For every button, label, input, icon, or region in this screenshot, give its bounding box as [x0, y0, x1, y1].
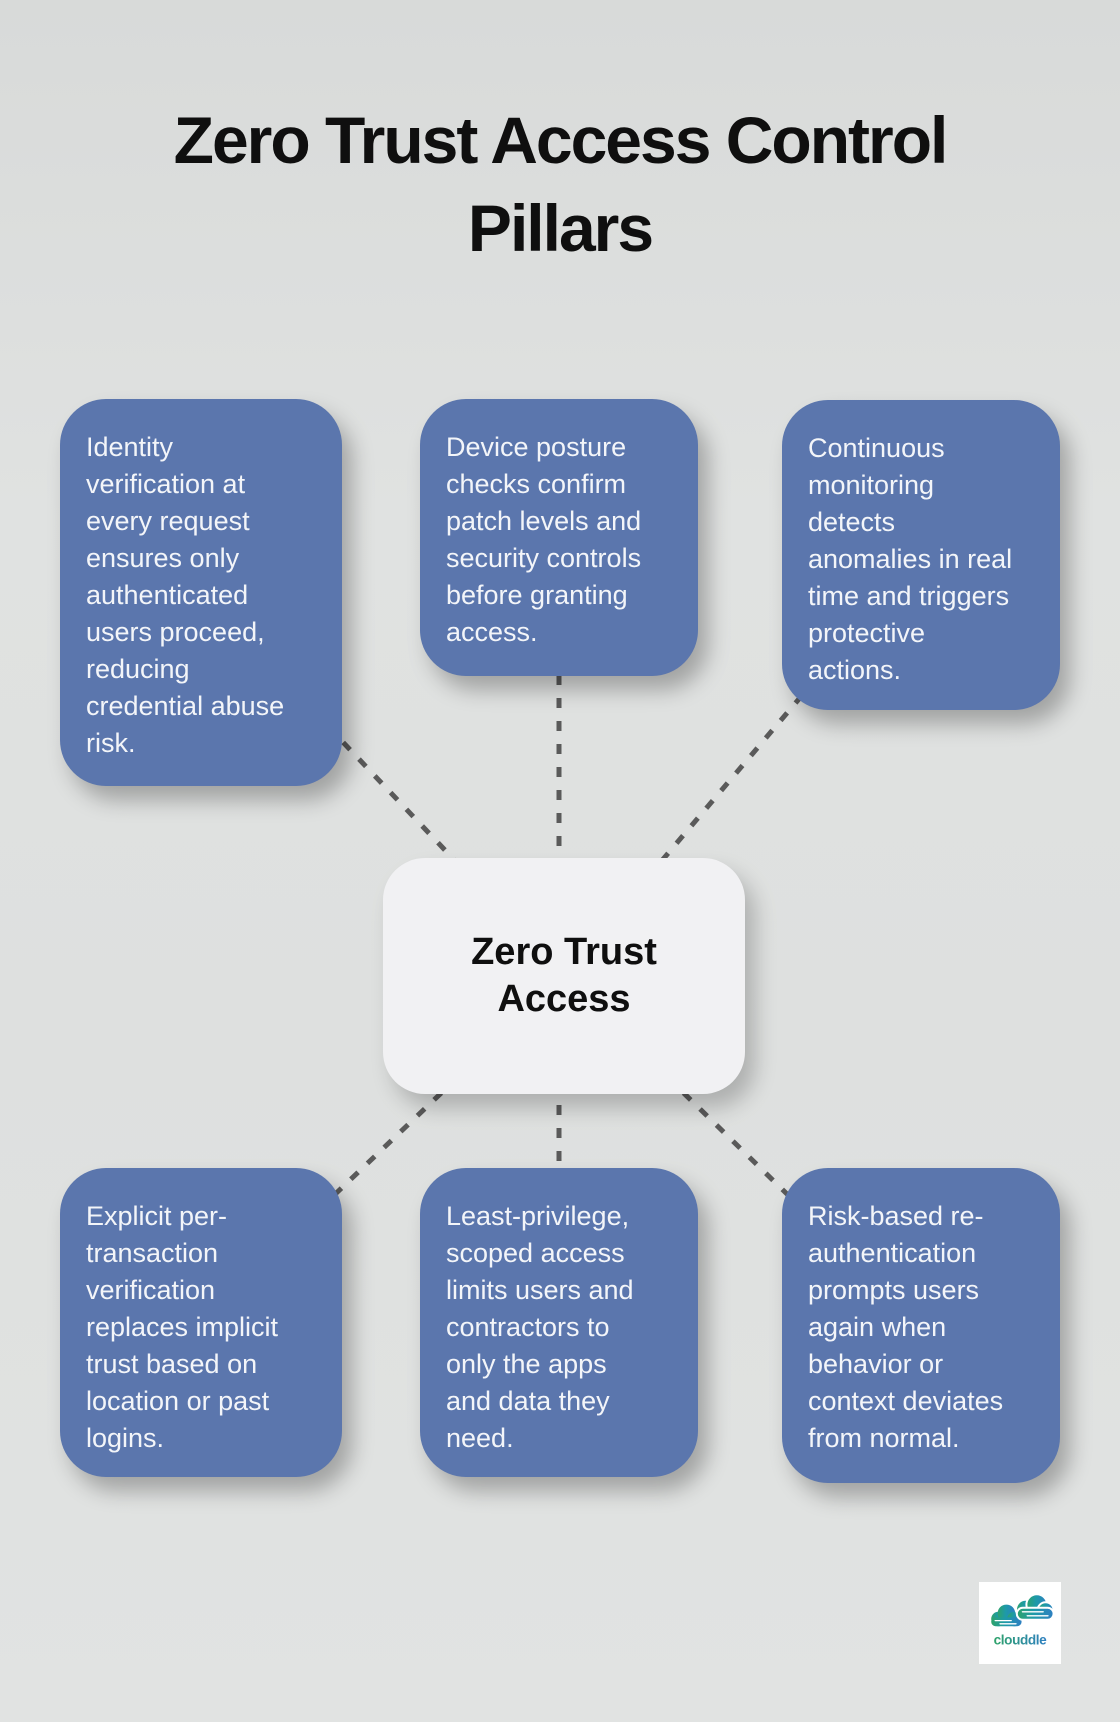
- pillar-card-identity-verification: Identity verification at every request e…: [60, 399, 342, 786]
- pillar-card-device-posture: Device posture checks confirm patch leve…: [420, 399, 698, 676]
- clouddle-cloud-icon: clouddle: [991, 1593, 1055, 1648]
- pillar-card-least-privilege: Least-privilege, scoped access limits us…: [420, 1168, 698, 1477]
- clouddle-logo: clouddle: [979, 1582, 1061, 1664]
- page-title: Zero Trust Access Control Pillars: [173, 103, 949, 265]
- center-node-zero-trust-access: Zero Trust Access: [383, 858, 745, 1094]
- clouddle-logo-text: clouddle: [994, 1633, 1048, 1648]
- pillar-card-continuous-monitoring: Continuous monitoring detects anomalies …: [782, 400, 1060, 710]
- pillar-card-explicit-verification: Explicit per- transaction verification r…: [60, 1168, 342, 1477]
- pillar-card-risk-based-reauth: Risk-based re- authentication prompts us…: [782, 1168, 1060, 1483]
